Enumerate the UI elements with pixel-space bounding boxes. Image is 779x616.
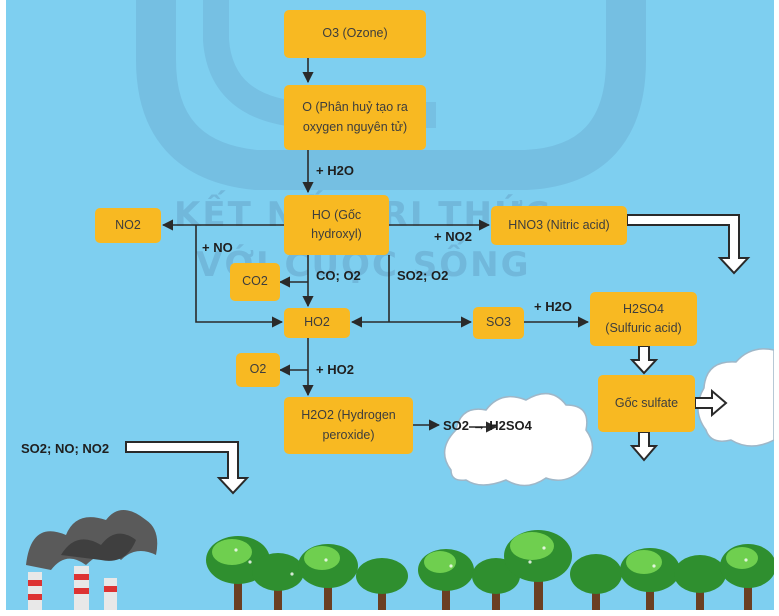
label-plus-no: + NO [202,240,233,255]
node-hydrogen-peroxide: H2O2 (Hydrogen peroxide) [284,397,413,454]
factory-icon [26,510,158,610]
label-co-o2: CO; O2 [316,268,361,283]
sky-background: KẾT NỐI TRI THỨC VỚI CUỘC SỐNG [6,0,774,610]
node-ho2: HO2 [284,308,350,338]
node-atomic-oxygen: O (Phân huỷ tạo ra oxygen nguyên tử) [284,85,426,150]
clouds-icon [443,348,774,487]
label-so2-o2: SO2; O2 [397,268,449,283]
label-pollutants: SO2; NO; NO2 [21,441,110,456]
node-so3: SO3 [473,307,524,339]
node-o2: O2 [236,353,280,387]
trees-icon [206,530,774,610]
label-plus-no2: + NO2 [434,229,472,244]
label-plus-ho2: + HO2 [316,362,354,377]
node-sulfuric-acid: H2SO4 (Sulfuric acid) [590,292,697,346]
node-sulfate: Gốc sulfate [598,375,695,432]
connector-arrows [26,58,774,610]
node-co2: CO2 [230,263,280,301]
label-so2-to-h2so4: SO2 → H2SO4 [443,418,532,433]
label-plus-h2o: + H2O [316,163,354,178]
label-plus-h2o-sulfuric: + H2O [534,299,572,314]
node-nitric-acid: HNO3 (Nitric acid) [491,206,627,245]
node-ozone: O3 (Ozone) [284,10,426,58]
node-no2: NO2 [95,208,161,243]
node-hydroxyl: HO (Gốc hydroxyl) [284,195,389,255]
